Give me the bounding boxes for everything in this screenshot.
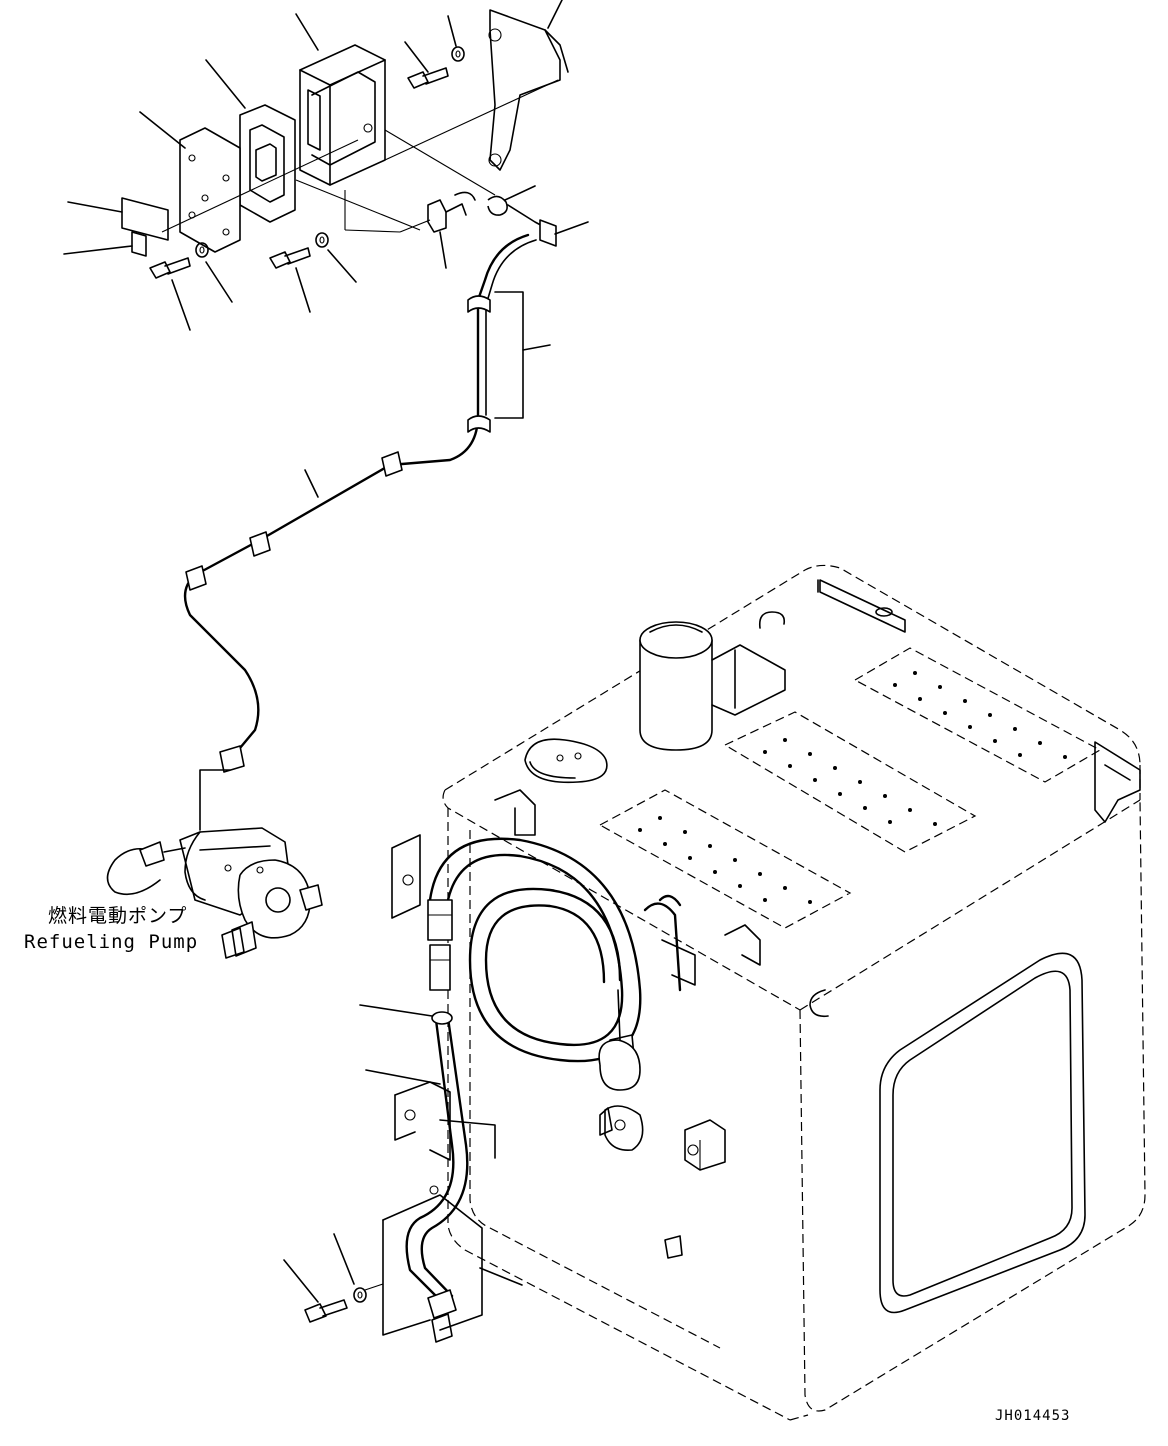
tank-top-plates [598,647,1102,929]
fuel-tank [442,564,1146,1421]
pump-label-english: Refueling Pump [24,931,198,953]
drawing-number: JH014453 [995,1408,1070,1424]
wire-harness [183,233,551,831]
switch-box-assembly [121,9,569,279]
leader-lines-top [63,0,589,331]
filler-cap [639,621,786,751]
refueling-pump [106,827,323,959]
breather-oval [524,738,608,784]
refuel-hose [304,1011,483,1343]
tank-front-fittings [391,789,761,1259]
pump-label-japanese: 燃料電動ポンプ [48,905,187,927]
leader-lines-bottom [283,1004,523,1303]
